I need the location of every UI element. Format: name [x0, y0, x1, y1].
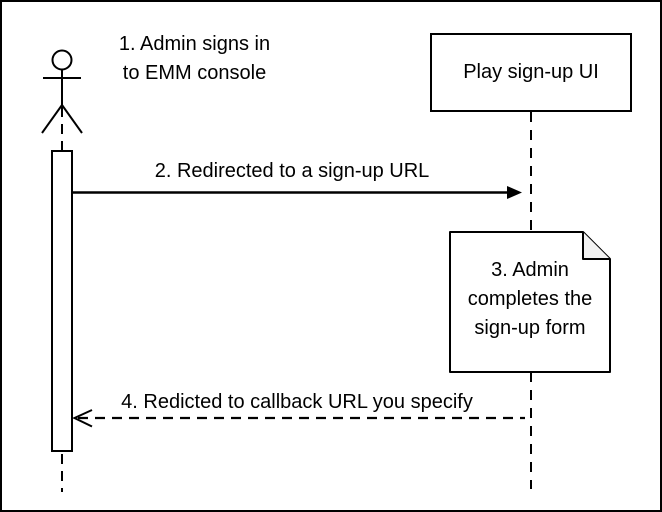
- actor-icon: [41, 49, 83, 134]
- note-fold-icon: [582, 232, 610, 260]
- note-shape: [449, 231, 611, 373]
- play-signup-ui-label: Play sign-up UI: [463, 61, 599, 83]
- filled-arrowhead-icon: [507, 186, 522, 199]
- note-body: [449, 231, 611, 373]
- play-signup-ui-box: Play sign-up UI: [430, 33, 632, 112]
- actor-head: [51, 49, 73, 71]
- message-4-arrow: [72, 409, 525, 428]
- message-2-arrow: [72, 186, 522, 199]
- open-arrowhead-icon: [72, 409, 93, 428]
- message-2-label: 2. Redirected to a sign-up URL: [154, 160, 430, 182]
- step1-caption: 1. Admin signs in to EMM console: [118, 33, 271, 84]
- actor-leg-right: [61, 104, 83, 134]
- message-4-label: 4. Redicted to callback URL you specify: [121, 391, 473, 413]
- note-text: 3. Admin completes the sign-up form: [467, 259, 593, 339]
- admin-activation-bar: [51, 150, 73, 452]
- actor-leg-left: [41, 104, 63, 134]
